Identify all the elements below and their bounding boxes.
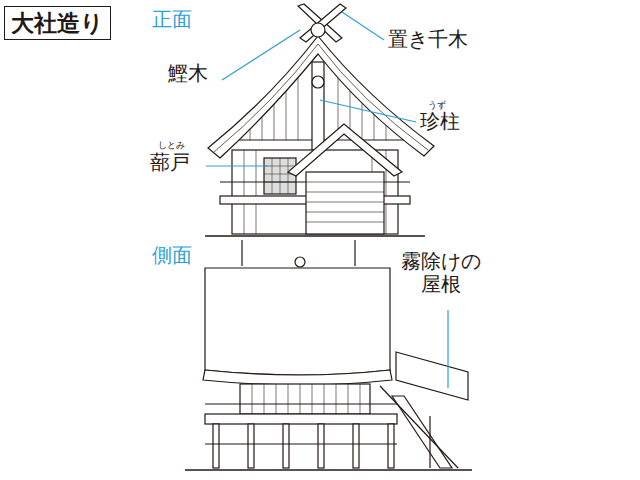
front-view-part — [264, 158, 296, 194]
side-view-part — [205, 268, 390, 375]
side-view-part-part — [353, 424, 359, 468]
front-view-part — [300, 4, 346, 42]
front-view-part — [205, 235, 425, 237]
view-heading: 側面 — [152, 244, 192, 267]
side-view-part — [241, 240, 242, 266]
front-view-part — [208, 36, 434, 158]
side-view-part — [205, 403, 397, 404]
side-view-part — [392, 396, 452, 468]
part-name: 置き千木 — [388, 28, 468, 51]
side-view-part — [380, 386, 458, 468]
leader-lines-part — [320, 100, 416, 122]
side-view-part — [429, 416, 430, 468]
side-view-part — [396, 352, 468, 400]
front-view-part-part — [244, 150, 245, 234]
side-view-part-part — [360, 384, 361, 414]
side-view-part-part — [276, 384, 277, 414]
leader-lines-part — [447, 310, 448, 388]
front-view-part — [312, 76, 324, 88]
side-view-part — [240, 384, 370, 414]
front-view-part-part — [280, 158, 281, 194]
side-view-part — [185, 469, 472, 471]
front-view-part-part — [306, 212, 384, 213]
front-view-part — [232, 150, 398, 234]
view-heading: 正面 — [152, 8, 192, 31]
front-view-part — [214, 44, 318, 152]
side-view-part-part — [283, 424, 289, 468]
side-view-part-part — [252, 384, 253, 414]
front-view-part — [306, 182, 384, 222]
front-view-part-part — [306, 202, 384, 203]
front-view-part — [311, 23, 325, 37]
side-view-part-part — [312, 384, 313, 414]
side-view-part-part — [300, 384, 301, 414]
front-view-part-part — [306, 192, 384, 193]
part-name: 鰹木 — [168, 62, 208, 85]
side-view-part-part — [264, 384, 265, 414]
front-view-part — [312, 62, 324, 152]
leader-lines-part — [222, 30, 300, 80]
front-view-part-part — [306, 222, 384, 223]
part-name: 珍柱 — [420, 110, 460, 133]
leader-lines — [206, 12, 448, 388]
front-view-part — [264, 158, 296, 194]
side-view-part-part — [288, 384, 289, 414]
side-view-part-part — [318, 424, 324, 468]
reading-ruby: しとみ — [158, 140, 185, 150]
front-view-part — [288, 124, 402, 176]
side-view-part-part — [213, 424, 219, 468]
side-view-part — [252, 384, 360, 414]
side-view-part — [354, 240, 355, 266]
front-view-part — [244, 150, 386, 234]
part-name: 蔀戸 — [150, 151, 190, 174]
front-view-part-part — [298, 70, 299, 140]
reading-ruby: うず — [428, 100, 446, 110]
front-view-part — [306, 172, 384, 234]
front-view-part-part — [288, 158, 289, 194]
side-view-part-part — [348, 384, 349, 414]
part-name: 霧除けの 屋根 — [392, 250, 490, 296]
side-view-part — [295, 257, 305, 267]
side-view-part-part — [248, 424, 254, 468]
side-view-part — [205, 443, 397, 444]
side-view-part-part — [336, 384, 337, 414]
side-view-part — [205, 414, 397, 424]
side-view-part — [213, 424, 394, 468]
front-view-part-part — [306, 182, 384, 183]
leader-lines-part — [342, 12, 384, 40]
side-view-part-part — [324, 384, 325, 414]
side-view-part — [203, 370, 392, 385]
side-view-part-part — [388, 424, 394, 468]
leader-lines-part — [206, 165, 268, 166]
title-box: 大社造り — [4, 6, 111, 40]
front-view-part-part — [256, 150, 257, 234]
front-view-part-part — [272, 158, 273, 194]
